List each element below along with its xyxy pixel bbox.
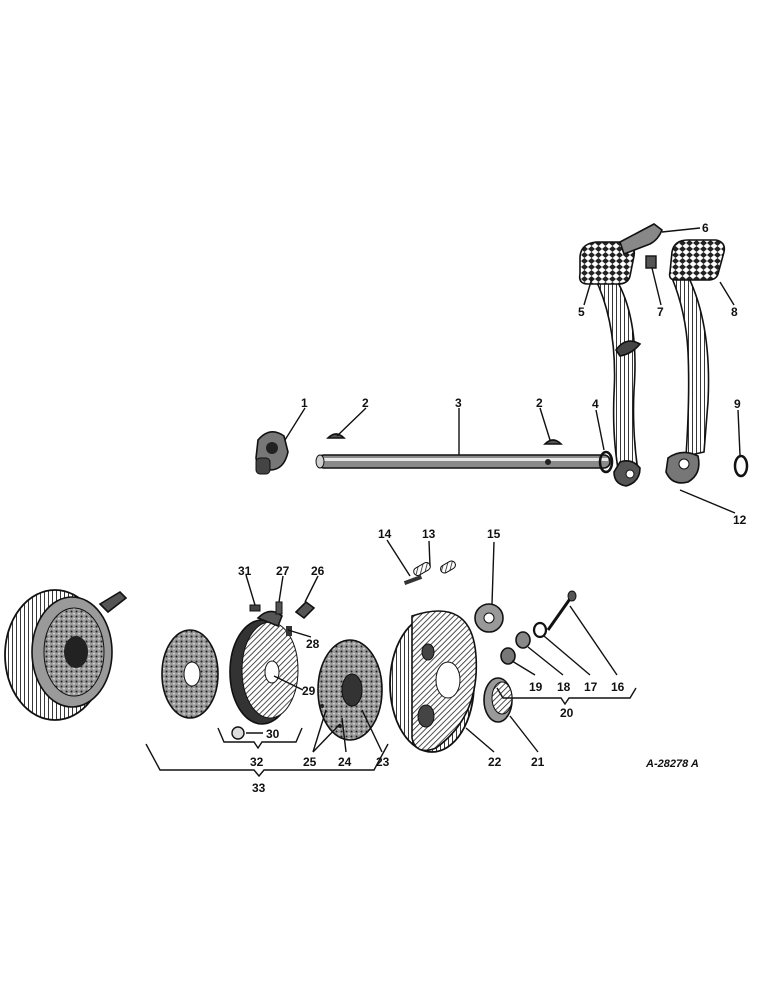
label-27: 27 bbox=[276, 564, 290, 578]
label-3: 3 bbox=[455, 396, 462, 410]
label-2-left: 2 bbox=[362, 396, 369, 410]
part-23-brake-disc bbox=[317, 639, 383, 741]
label-30: 30 bbox=[266, 727, 280, 741]
part-2-woodruff-key-left bbox=[326, 433, 346, 439]
label-21: 21 bbox=[531, 755, 545, 769]
label-1: 1 bbox=[301, 396, 308, 410]
part-5-left-brake-pedal bbox=[578, 241, 642, 487]
label-25: 25 bbox=[303, 755, 317, 769]
part-15-adjusting-nut bbox=[474, 603, 504, 633]
part-27-link bbox=[275, 601, 283, 615]
part-13-return-springs bbox=[413, 560, 456, 576]
label-22: 22 bbox=[488, 755, 502, 769]
label-7: 7 bbox=[657, 305, 664, 319]
label-33: 33 bbox=[252, 781, 266, 795]
label-29: 29 bbox=[302, 684, 316, 698]
figure-id: A-28278 A bbox=[645, 758, 699, 770]
part-32-actuating-disc-assembly bbox=[229, 610, 299, 725]
part-18-nut bbox=[515, 631, 531, 649]
brake-lining-disc-outer bbox=[161, 629, 219, 719]
label-13: 13 bbox=[422, 527, 436, 541]
grouping-braces bbox=[145, 687, 637, 778]
final-drive-housing bbox=[4, 589, 128, 721]
part-4-snap-ring bbox=[598, 450, 614, 474]
part-22-brake-housing bbox=[389, 610, 478, 753]
part-6-pedal-lock bbox=[619, 223, 663, 256]
label-18: 18 bbox=[557, 680, 571, 694]
label-5: 5 bbox=[578, 305, 585, 319]
part-31-pin bbox=[249, 604, 261, 612]
part-19-jam-nut bbox=[500, 647, 516, 665]
label-2-right: 2 bbox=[536, 396, 543, 410]
label-8: 8 bbox=[731, 305, 738, 319]
part-1-shaft-bracket bbox=[255, 431, 289, 475]
part-26-bolt bbox=[294, 600, 316, 620]
label-26: 26 bbox=[311, 564, 325, 578]
part-9-snap-ring bbox=[733, 454, 749, 478]
part-8-right-brake-pedal bbox=[665, 239, 726, 484]
label-19: 19 bbox=[529, 680, 543, 694]
label-15: 15 bbox=[487, 527, 501, 541]
label-4: 4 bbox=[592, 397, 599, 411]
label-32: 32 bbox=[250, 755, 264, 769]
leader-lines bbox=[245, 227, 741, 753]
label-16: 16 bbox=[611, 680, 625, 694]
part-17-washer bbox=[532, 621, 548, 639]
part-21-cover-cap bbox=[483, 677, 513, 723]
label-20: 20 bbox=[560, 706, 574, 720]
part-2-woodruff-key-right bbox=[543, 439, 563, 445]
label-14: 14 bbox=[378, 527, 392, 541]
brake-assembly bbox=[4, 560, 577, 753]
label-9: 9 bbox=[734, 397, 741, 411]
label-28: 28 bbox=[306, 637, 320, 651]
part-16-bolt bbox=[546, 590, 577, 631]
part-30-ball bbox=[231, 726, 245, 740]
cross-shaft-assembly bbox=[255, 223, 749, 487]
part-14-pin bbox=[403, 575, 423, 585]
label-12: 12 bbox=[733, 513, 747, 527]
part-7-lock-spring bbox=[645, 255, 657, 269]
part-number-labels: 1 2 3 2 4 5 6 7 8 9 12 13 14 15 16 17 18… bbox=[238, 221, 747, 795]
label-31: 31 bbox=[238, 564, 252, 578]
label-6: 6 bbox=[702, 221, 709, 235]
label-17: 17 bbox=[584, 680, 598, 694]
label-23: 23 bbox=[376, 755, 390, 769]
label-24: 24 bbox=[338, 755, 352, 769]
part-3-cross-shaft bbox=[315, 454, 611, 469]
